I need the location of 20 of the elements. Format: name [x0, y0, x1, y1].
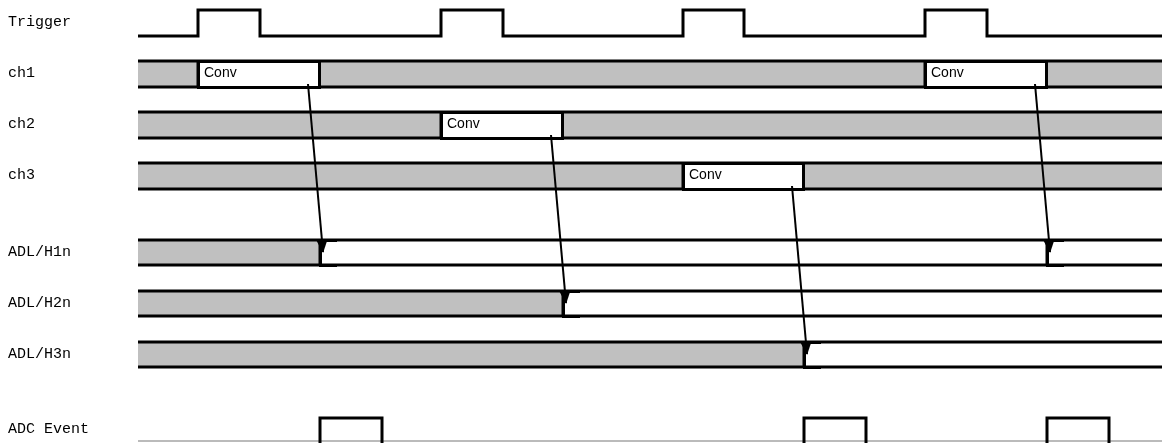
arrow: [1034, 83, 1055, 253]
signal-name: ADL/H3n: [8, 346, 71, 364]
signal-transition: [562, 290, 580, 318]
signal-name: ADL/H1n: [8, 244, 71, 262]
arrow: [550, 134, 571, 304]
conversion-segment: Conv: [924, 60, 1048, 89]
signal-transition: [803, 341, 821, 369]
signal-name: Trigger: [8, 14, 71, 32]
arrow: [307, 83, 328, 253]
conversion-segment: Conv: [197, 60, 321, 89]
signal-name: ch2: [8, 116, 35, 134]
signal-name: ADL/H2n: [8, 295, 71, 313]
signal-transition: [1046, 239, 1064, 267]
signal-transition: [319, 239, 337, 267]
conversion-segment: Conv: [440, 111, 564, 140]
arrow: [791, 185, 812, 355]
signal-name: ADC Event: [8, 421, 89, 439]
conversion-segment: Conv: [682, 162, 805, 191]
signal-name: ch1: [8, 65, 35, 83]
signal-name: ch3: [8, 167, 35, 185]
